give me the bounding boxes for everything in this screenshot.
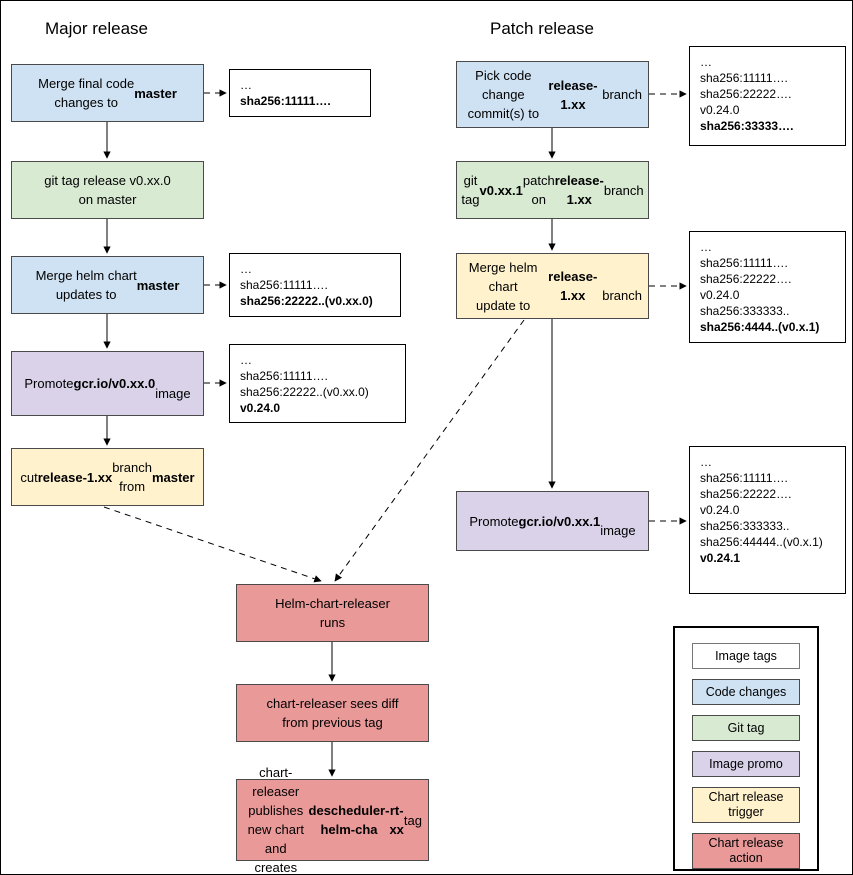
legend-item-chart-release-action: Chart release action xyxy=(692,833,800,869)
image-tags-box-major-3: …sha256:11111….sha256:22222..(v0.xx.0)v0… xyxy=(229,344,406,423)
image-tags-box-major-1: …sha256:11111…. xyxy=(229,69,371,117)
arrow-dashed-trigger-major xyxy=(103,506,322,583)
patch-release-title: Patch release xyxy=(490,19,594,38)
legend: Image tags Code changes Git tag Image pr… xyxy=(673,626,819,871)
legend-item-image-tags: Image tags xyxy=(692,643,800,669)
legend-item-git-tag: Git tag xyxy=(692,715,800,741)
legend-item-code-changes: Code changes xyxy=(692,679,800,705)
legend-item-chart-release-trigger: Chart release trigger xyxy=(692,787,800,823)
image-tags-box-major-2: …sha256:11111….sha256:22222..(v0.xx.0) xyxy=(229,253,401,317)
legend-item-image-promo: Image promo xyxy=(692,751,800,777)
major-release-title: Major release xyxy=(45,19,148,38)
